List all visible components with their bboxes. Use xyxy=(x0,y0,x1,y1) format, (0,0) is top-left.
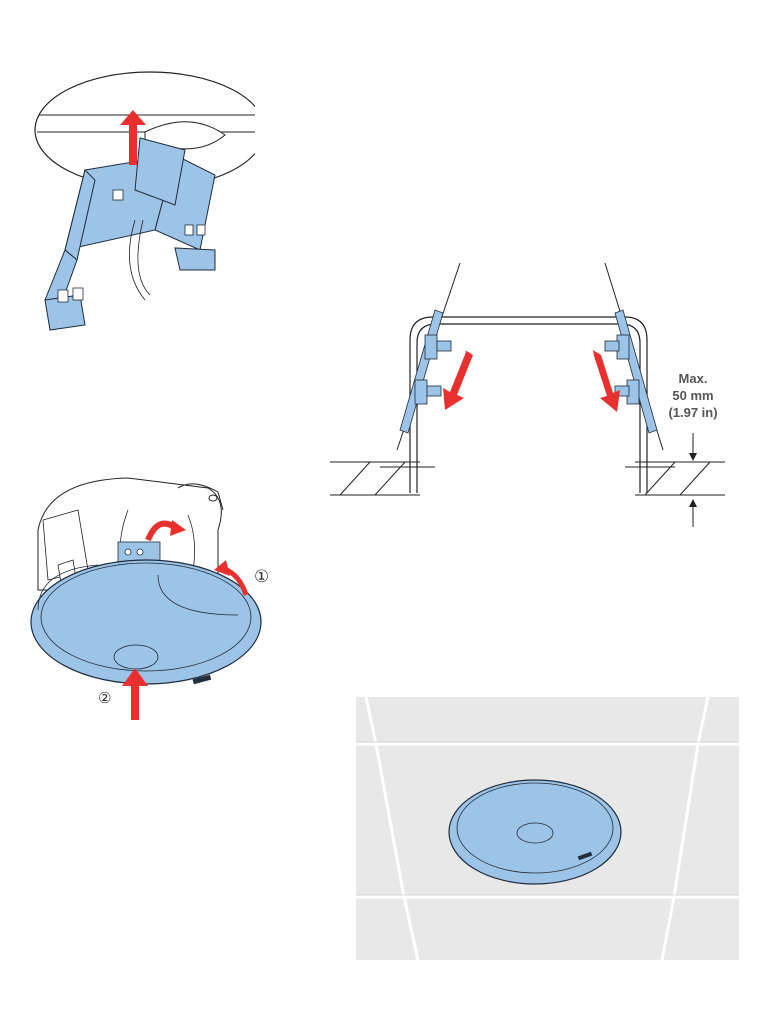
curved-arrow-icon xyxy=(214,560,249,596)
panel-bracket-insert xyxy=(25,70,255,335)
cross-section-illustration: Max. 50 mm (1.97 in) xyxy=(330,262,725,527)
down-right-arrow-icon xyxy=(593,350,620,412)
curved-arrow-icon xyxy=(145,520,186,542)
dimension-line3: (1.97 in) xyxy=(668,405,717,420)
up-arrow-icon xyxy=(122,668,148,720)
panel-installed-view xyxy=(356,697,739,960)
dimension-line1: Max. xyxy=(679,371,708,386)
attach-device-illustration: ① ② xyxy=(30,477,269,720)
step-2-label: ② xyxy=(98,689,111,707)
bracket-insert-illustration xyxy=(34,71,255,331)
installed-speaker xyxy=(448,779,622,885)
step-1-label: ① xyxy=(254,567,269,587)
installed-view-illustration xyxy=(356,697,739,960)
up-arrow-icon xyxy=(120,110,146,165)
panel-attach-device: ① ② xyxy=(18,470,288,725)
panel-cross-section: Max. 50 mm (1.97 in) xyxy=(325,255,745,545)
speaker-grille xyxy=(30,559,262,685)
dimension-line2: 50 mm xyxy=(672,388,713,403)
mounting-clips xyxy=(399,309,658,434)
down-left-arrow-icon xyxy=(443,350,473,410)
